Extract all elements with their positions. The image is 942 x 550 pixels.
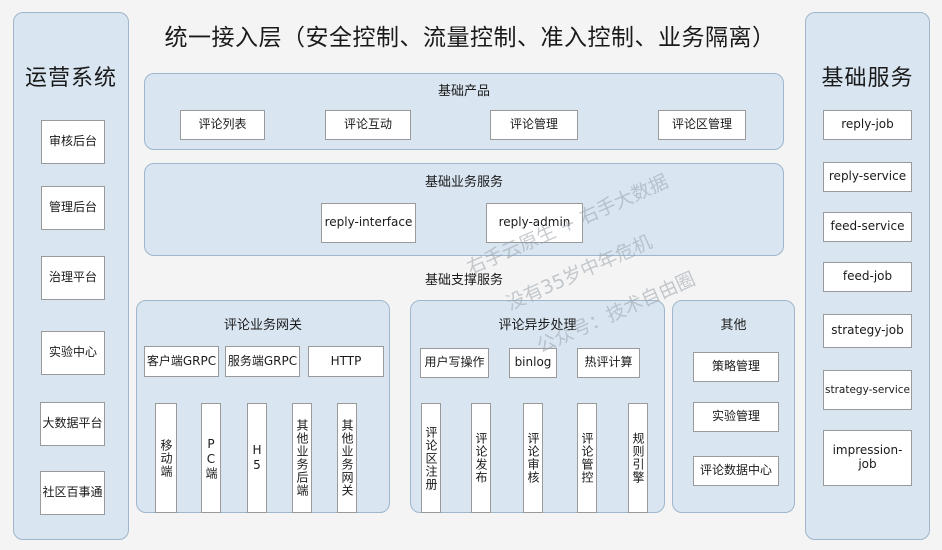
comment-data-center-box[interactable]: 评论数据中心 xyxy=(693,456,779,486)
product-comment-interaction[interactable]: 评论互动 xyxy=(325,110,411,140)
service-impression-job[interactable]: impression-job xyxy=(823,430,912,486)
service-feed-service[interactable]: feed-service xyxy=(823,212,912,242)
client-other-gateway-box[interactable]: 其他业务网关 xyxy=(337,403,357,513)
binlog-box[interactable]: binlog xyxy=(509,348,557,378)
page-title: 统一接入层（安全控制、流量控制、准入控制、业务隔离） xyxy=(164,25,776,51)
product-comment-management[interactable]: 评论管理 xyxy=(490,110,578,140)
product-comment-area-management[interactable]: 评论区管理 xyxy=(658,110,746,140)
ops-item-experiment-center[interactable]: 实验中心 xyxy=(41,331,105,375)
ops-item-community[interactable]: 社区百事通 xyxy=(40,471,105,515)
ops-item-review-backend[interactable]: 审核后台 xyxy=(41,120,105,164)
ops-item-bigdata[interactable]: 大数据平台 xyxy=(40,402,105,446)
gateway-title: 评论业务网关 xyxy=(223,318,302,333)
service-feed-job[interactable]: feed-job xyxy=(823,262,912,292)
support-services-title: 基础支撑服务 xyxy=(424,273,503,288)
service-reply-job[interactable]: reply-job xyxy=(823,110,912,140)
basic-business-panel xyxy=(144,163,784,256)
product-comment-list[interactable]: 评论列表 xyxy=(180,110,265,140)
ops-item-admin-backend[interactable]: 管理后台 xyxy=(41,186,105,230)
task-area-register-box[interactable]: 评论区注册 xyxy=(421,403,441,513)
other-title: 其他 xyxy=(720,318,747,333)
strategy-management-box[interactable]: 策略管理 xyxy=(693,352,779,382)
client-mobile-box[interactable]: 移动端 xyxy=(155,403,177,513)
task-rule-engine-box[interactable]: 规则引擎 xyxy=(628,403,648,513)
service-strategy-job[interactable]: strategy-job xyxy=(823,314,912,348)
ops-item-governance[interactable]: 治理平台 xyxy=(41,256,105,300)
server-grpc-box[interactable]: 服务端GRPC xyxy=(225,346,300,377)
ops-system-title: 运营系统 xyxy=(24,66,117,91)
client-other-backend-box[interactable]: 其他业务后端 xyxy=(292,403,312,513)
reply-admin-box[interactable]: reply-admin xyxy=(486,203,583,243)
client-grpc-box[interactable]: 客户端GRPC xyxy=(144,346,219,377)
service-strategy-service[interactable]: strategy-service xyxy=(823,370,912,410)
client-h5-box[interactable]: H5 xyxy=(247,403,267,513)
task-comment-publish-box[interactable]: 评论发布 xyxy=(471,403,491,513)
reply-interface-box[interactable]: reply-interface xyxy=(321,203,416,243)
task-comment-control-box[interactable]: 评论管控 xyxy=(577,403,597,513)
async-title: 评论异步处理 xyxy=(498,318,577,333)
basic-products-title: 基础产品 xyxy=(437,84,490,99)
http-box[interactable]: HTTP xyxy=(308,346,384,377)
basic-services-title: 基础服务 xyxy=(821,66,914,91)
service-reply-service[interactable]: reply-service xyxy=(823,162,912,192)
experiment-management-box[interactable]: 实验管理 xyxy=(693,402,779,432)
client-pc-box[interactable]: PC端 xyxy=(201,403,221,513)
hot-comment-calc-box[interactable]: 热评计算 xyxy=(577,348,640,378)
user-write-op-box[interactable]: 用户写操作 xyxy=(420,348,489,378)
basic-business-title: 基础业务服务 xyxy=(424,175,503,190)
task-comment-review-box[interactable]: 评论审核 xyxy=(523,403,543,513)
